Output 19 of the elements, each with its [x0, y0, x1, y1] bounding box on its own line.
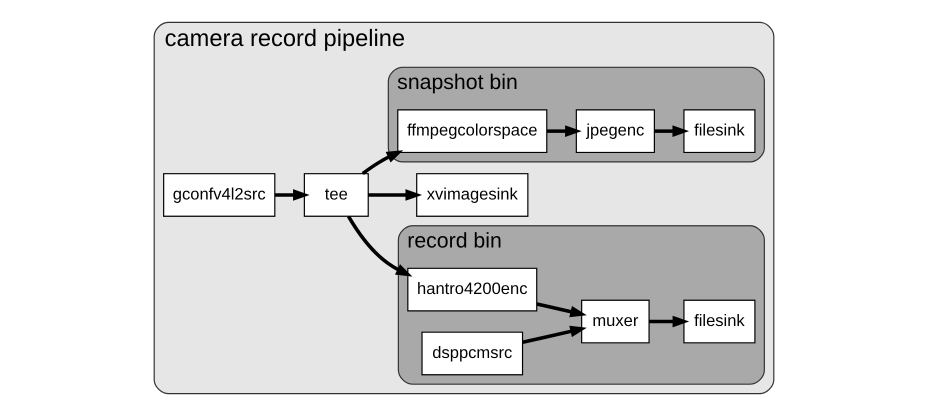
- arrow: [361, 150, 403, 175]
- arrow: [654, 125, 689, 137]
- node-box: tee: [303, 173, 368, 217]
- node-box: dsppcmsrc: [420, 332, 523, 376]
- arrow: [522, 326, 586, 344]
- node-box: filesink: [682, 109, 755, 154]
- node-box: hantro4200enc: [406, 268, 537, 312]
- node-box: jpegenc: [575, 109, 654, 154]
- node-box: gconfv4l2src: [162, 173, 275, 217]
- node-box: xvimagesink: [416, 173, 528, 217]
- arrow: [536, 302, 586, 318]
- node-box: filesink: [682, 300, 755, 344]
- arrow: [274, 189, 310, 201]
- arrow: [346, 216, 412, 277]
- arrow: [368, 189, 422, 201]
- node-box: ffmpegcolorspace: [396, 109, 547, 154]
- node-box: muxer: [580, 300, 650, 344]
- arrow: [546, 125, 582, 137]
- arrow: [648, 316, 689, 328]
